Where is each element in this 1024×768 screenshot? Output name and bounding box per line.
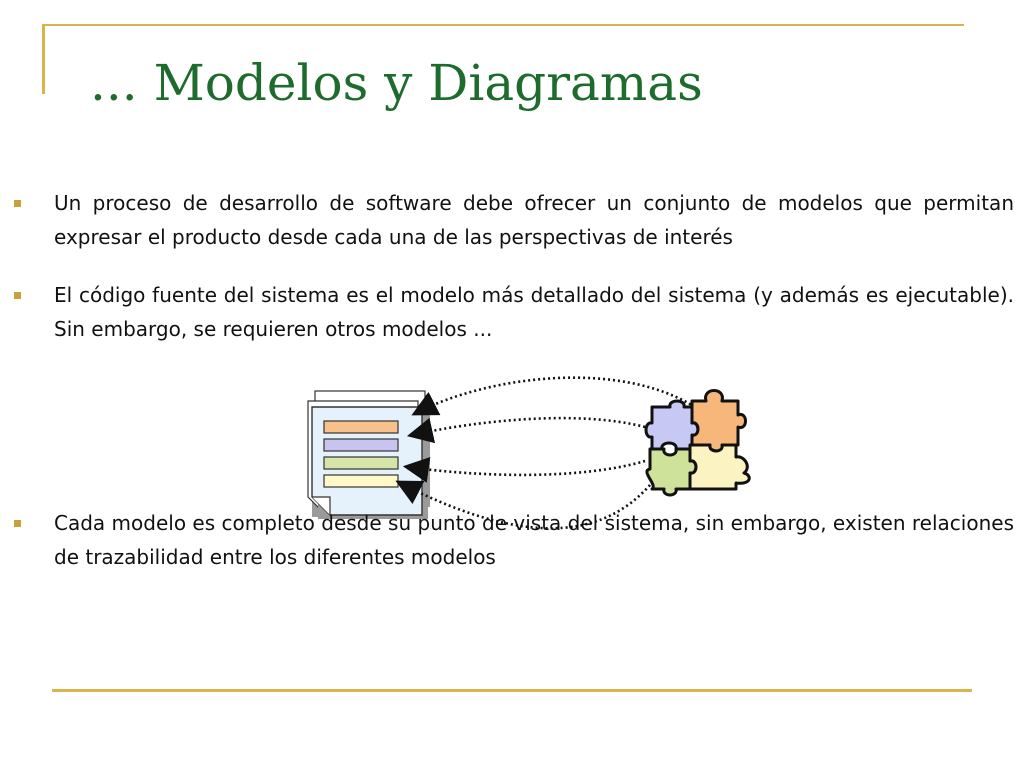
bullet-square-icon (14, 200, 21, 207)
frame-top-accent-line (42, 24, 964, 26)
bullet-text: Cada modelo es completo desde su punto d… (54, 511, 1014, 569)
trace-arrow (402, 456, 646, 483)
bullet-text: Un proceso de desarrollo de software deb… (54, 191, 1014, 249)
frame-vertical-accent-line (42, 24, 45, 94)
stacked-documents-icon (307, 390, 430, 519)
document-bar (323, 438, 399, 452)
frame-bottom-accent-line (52, 689, 972, 692)
bullet-square-icon (14, 292, 21, 299)
slide-title: ... Modelos y Diagramas (90, 54, 703, 112)
models-traceability-diagram (307, 376, 751, 530)
traceability-arrows (395, 376, 696, 530)
bullet-text: El código fuente del sistema es el model… (54, 283, 1014, 341)
puzzle-pieces-icon (644, 389, 751, 497)
bullet-item-1: Un proceso de desarrollo de software deb… (14, 186, 1014, 254)
trace-arrow (406, 416, 646, 444)
bullet-square-icon (14, 520, 21, 527)
bullet-item-2: El código fuente del sistema es el model… (14, 278, 1014, 346)
document-bar (323, 420, 399, 434)
document-bar (323, 474, 399, 488)
trace-arrow (411, 376, 696, 416)
bullet-item-3: Cada modelo es completo desde su punto d… (14, 506, 1014, 574)
trace-arrow (395, 480, 651, 530)
document-bar (323, 456, 399, 470)
